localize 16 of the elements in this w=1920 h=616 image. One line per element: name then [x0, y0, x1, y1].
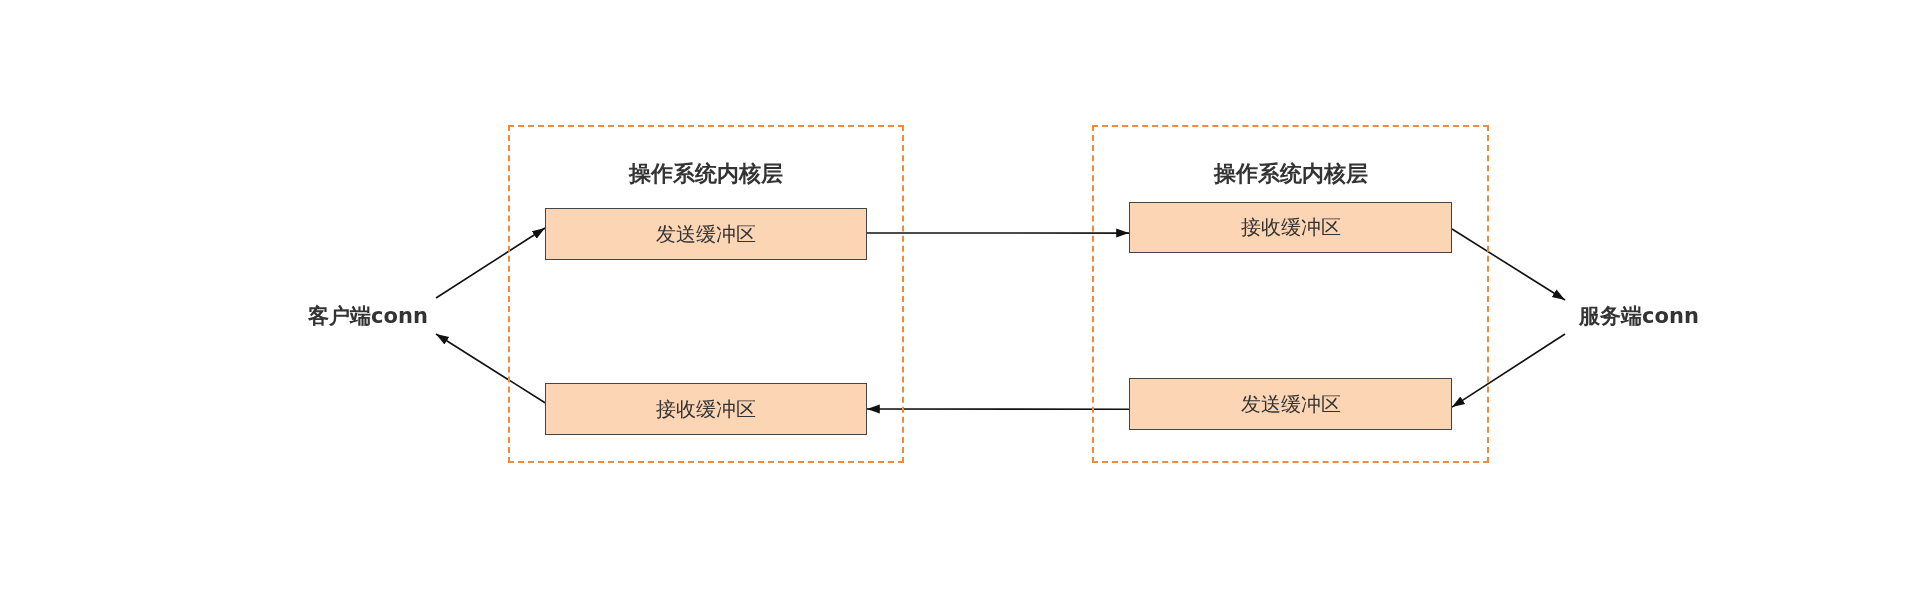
buffer-box: 接收缓冲区	[1129, 202, 1452, 253]
arrow	[1451, 228, 1566, 301]
layer-title: 操作系统内核层	[629, 160, 783, 188]
layer-title: 操作系统内核层	[1213, 160, 1368, 188]
arrow	[435, 227, 546, 299]
arrow	[866, 404, 1130, 414]
kernel-layer-box	[508, 125, 904, 463]
arrow	[1451, 333, 1566, 408]
buffer-box: 接收缓冲区	[545, 383, 867, 435]
buffer-box: 发送缓冲区	[1129, 378, 1452, 430]
buffer-box: 发送缓冲区	[545, 208, 867, 260]
kernel-layer-box	[1092, 125, 1489, 463]
endpoint-label: 服务端conn	[1565, 296, 1713, 336]
endpoint-label: 客户端conn	[300, 296, 436, 336]
arrow	[866, 228, 1130, 238]
arrow	[435, 333, 546, 404]
